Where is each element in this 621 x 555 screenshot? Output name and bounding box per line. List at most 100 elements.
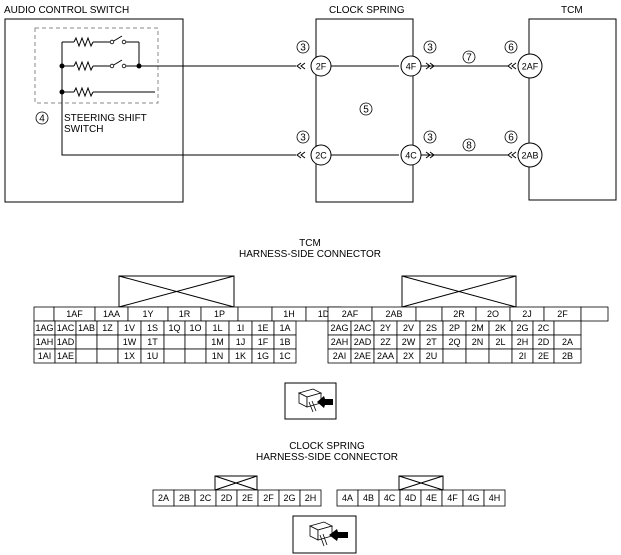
pin-label: 2AA — [377, 351, 394, 361]
pin-label: 2A — [562, 337, 573, 347]
clock-spring-box — [315, 18, 414, 203]
pin-label: 2I — [519, 351, 527, 361]
tcm-connector-title-1: TCM — [299, 238, 321, 249]
pin-label: 2O — [487, 309, 499, 319]
pin-cell — [33, 306, 55, 322]
pin-label: 2AC — [354, 323, 372, 333]
pin-label: 2V — [403, 323, 414, 333]
pin-label: 2AB — [385, 309, 402, 319]
pin-cell — [184, 334, 207, 350]
pin-4F: 4F — [406, 62, 417, 72]
pin-label: 1E — [257, 323, 268, 333]
pin-cell — [237, 306, 273, 322]
pin-label: 1AE — [57, 351, 74, 361]
pin-label: 1U — [147, 351, 159, 361]
pin-label: 1J — [236, 337, 246, 347]
pin-cell — [483, 489, 506, 507]
pin-label: 2AF — [342, 309, 359, 319]
pin-label: 1AD — [57, 337, 75, 347]
pin-4C: 4C — [405, 151, 417, 161]
pin-label: 4H — [489, 493, 501, 503]
pin-label: 1D — [318, 309, 330, 319]
pin-label: 4E — [426, 493, 437, 503]
steering-shift-label-1: STEERING SHIFT — [64, 113, 147, 124]
pin-label: 1R — [179, 309, 191, 319]
pin-label: 2J — [522, 309, 532, 319]
pin-label: 2F — [557, 309, 568, 319]
pin-cell — [163, 334, 186, 350]
pin-label: 1I — [237, 323, 245, 333]
pin-label: 1F — [258, 337, 269, 347]
tcm-title: TCM — [561, 5, 583, 16]
pin-label: 1AA — [103, 309, 120, 319]
pin-label: 2Z — [380, 337, 391, 347]
pin-label: 2AH — [331, 337, 349, 347]
pin-cell — [75, 334, 98, 350]
pin-label: 1X — [124, 351, 135, 361]
pin-label: 2E — [242, 493, 253, 503]
pin-label: 4A — [342, 493, 353, 503]
steering-shift-label-2: SWITCH — [64, 124, 103, 135]
pin-label: 2N — [472, 337, 484, 347]
pin-cell — [580, 306, 609, 322]
callout-7: 7 — [466, 53, 472, 64]
pin-label: 1G — [257, 351, 269, 361]
pin-cell — [465, 348, 490, 364]
pin-label: 2D — [538, 337, 550, 347]
callout-circles — [296, 40, 518, 152]
callout-3-d: 3 — [427, 133, 433, 144]
tcm-connector-keys — [118, 275, 517, 308]
pin-label: 1K — [235, 351, 246, 361]
pin-label: 2G — [516, 323, 528, 333]
pin-cell — [163, 348, 186, 364]
pin-label: 1L — [212, 323, 222, 333]
pin-label: 2X — [403, 351, 414, 361]
pin-label: 2AI — [333, 351, 347, 361]
pin-cell — [299, 489, 322, 507]
pin-label: 2D — [221, 493, 233, 503]
pin-label: 1AB — [78, 323, 95, 333]
pin-label: 1W — [123, 337, 137, 347]
pin-label: 2L — [495, 337, 505, 347]
pin-label: 2M — [471, 323, 484, 333]
callout-3-a: 3 — [300, 43, 306, 54]
clock-connector-view-icon — [292, 515, 357, 554]
pin-label: 2W — [402, 337, 416, 347]
callout-3-b: 3 — [300, 133, 306, 144]
pin-label: 2F — [263, 493, 274, 503]
pin-label: 2G — [283, 493, 295, 503]
pin-cell — [553, 348, 582, 364]
pin-cell — [415, 306, 443, 322]
tcm-box — [528, 18, 617, 201]
clock-connector-title-2: HARNESS-SIDE CONNECTOR — [256, 452, 398, 463]
pin-label: 2H — [517, 337, 529, 347]
audio-control-switch-box — [4, 18, 184, 203]
tcm-connector-title-2: HARNESS-SIDE CONNECTOR — [239, 249, 381, 260]
clock-connector-keys — [214, 475, 444, 491]
pin-cell — [96, 334, 119, 350]
pin-cell — [442, 348, 467, 364]
pin-cell — [273, 348, 297, 364]
pin-label: 1B — [279, 337, 290, 347]
pin-label: 2R — [453, 309, 465, 319]
pin-2C: 2C — [315, 151, 327, 161]
pin-label: 2C — [538, 323, 550, 333]
pin-label: 4B — [363, 493, 374, 503]
pin-label: 1Z — [102, 323, 113, 333]
pin-label: 2H — [305, 493, 317, 503]
pin-label: 1C — [279, 351, 291, 361]
pin-label: 1M — [211, 337, 224, 347]
pin-label: 2C — [200, 493, 212, 503]
pin-label: 2P — [449, 323, 460, 333]
pin-label: 2Y — [380, 323, 391, 333]
pin-label: 2E — [538, 351, 549, 361]
pin-label: 1T — [147, 337, 158, 347]
pin-label: 1Y — [142, 309, 153, 319]
pin-label: 1AC — [57, 323, 75, 333]
pin-label: 1AG — [35, 323, 53, 333]
pin-label: 4G — [467, 493, 479, 503]
pin-label: 1V — [124, 323, 135, 333]
pin-cell — [75, 348, 98, 364]
